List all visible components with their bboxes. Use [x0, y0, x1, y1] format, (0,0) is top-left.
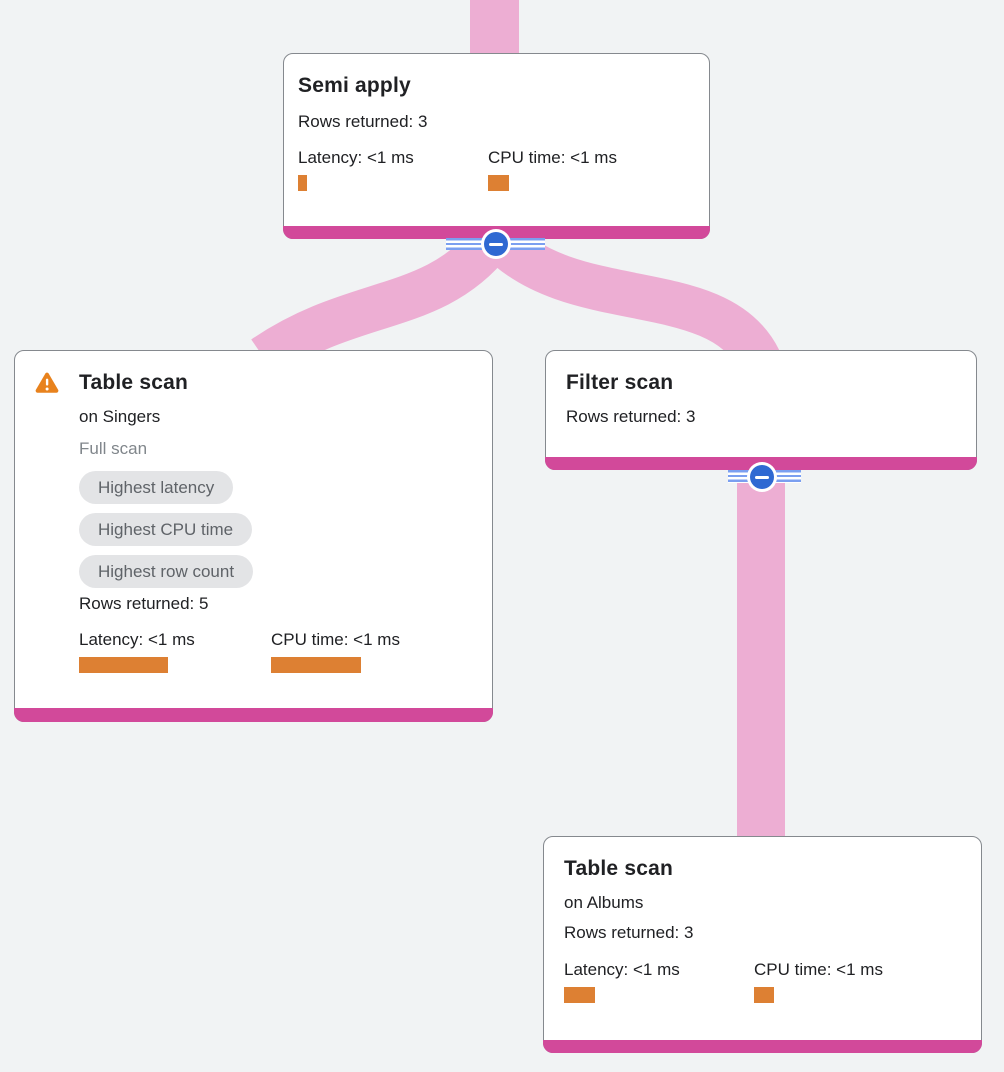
node-accent-bar — [545, 457, 977, 470]
node-title: Semi apply — [298, 74, 411, 97]
node-accent-bar — [543, 1040, 982, 1053]
node-subtitle: on Albums — [564, 893, 644, 912]
metrics-row: Latency: <1 ms CPU time: <1 ms — [298, 148, 698, 208]
minus-icon — [489, 242, 503, 246]
cpu-bar — [754, 987, 774, 1003]
rows-returned-text: Rows returned: 3 — [566, 407, 696, 426]
cpu-metric: CPU time: <1 ms — [271, 630, 456, 673]
rows-returned-text: Rows returned: 3 — [564, 923, 694, 942]
badge-highest-cpu-time: Highest CPU time — [79, 513, 253, 546]
cpu-label: CPU time: <1 ms — [754, 960, 883, 979]
collapse-button-filter-scan[interactable] — [750, 465, 774, 489]
plan-node-semi-apply[interactable]: Semi apply Rows returned: 3 Latency: <1 … — [283, 53, 710, 239]
node-title: Filter scan — [566, 371, 674, 394]
metrics-row: Latency: <1 ms CPU time: <1 ms — [564, 960, 964, 1020]
latency-bar — [298, 175, 307, 191]
latency-metric: Latency: <1 ms — [298, 148, 483, 191]
metrics-row: Latency: <1 ms CPU time: <1 ms — [79, 630, 479, 690]
node-title: Table scan — [79, 371, 188, 394]
badge-highest-latency: Highest latency — [79, 471, 234, 504]
rows-returned-text: Rows returned: 5 — [79, 594, 209, 613]
cpu-label: CPU time: <1 ms — [271, 630, 400, 649]
plan-node-filter-scan[interactable]: Filter scan Rows returned: 3 — [545, 350, 977, 470]
node-title: Table scan — [564, 857, 673, 880]
collapse-button-semi-apply[interactable] — [484, 232, 508, 256]
latency-label: Latency: <1 ms — [79, 630, 195, 649]
cpu-bar — [271, 657, 361, 673]
rows-returned-text: Rows returned: 3 — [298, 112, 428, 131]
badge-list: Highest latency Highest CPU time Highest… — [79, 471, 254, 588]
plan-node-table-scan-albums[interactable]: Table scan on Albums Rows returned: 3 La… — [543, 836, 982, 1053]
cpu-label: CPU time: <1 ms — [488, 148, 617, 167]
scan-type-text: Full scan — [79, 439, 148, 458]
cpu-metric: CPU time: <1 ms — [488, 148, 673, 191]
latency-metric: Latency: <1 ms — [564, 960, 749, 1003]
cpu-bar — [488, 175, 509, 191]
node-accent-bar — [14, 708, 493, 722]
cpu-metric: CPU time: <1 ms — [754, 960, 939, 1003]
warning-icon — [35, 372, 59, 399]
latency-label: Latency: <1 ms — [298, 148, 414, 167]
latency-metric: Latency: <1 ms — [79, 630, 264, 673]
minus-icon — [755, 475, 769, 479]
edge-semi-apply-to-table-scan-singers — [251, 225, 510, 377]
latency-label: Latency: <1 ms — [564, 960, 680, 979]
latency-bar — [564, 987, 595, 1003]
plan-node-table-scan-singers[interactable]: Table scan on Singers Full scan Highest … — [14, 350, 493, 722]
latency-bar — [79, 657, 168, 673]
badge-highest-row-count: Highest row count — [79, 555, 254, 588]
edge-semi-apply-to-filter-scan — [483, 223, 780, 372]
node-subtitle: on Singers — [79, 407, 161, 426]
